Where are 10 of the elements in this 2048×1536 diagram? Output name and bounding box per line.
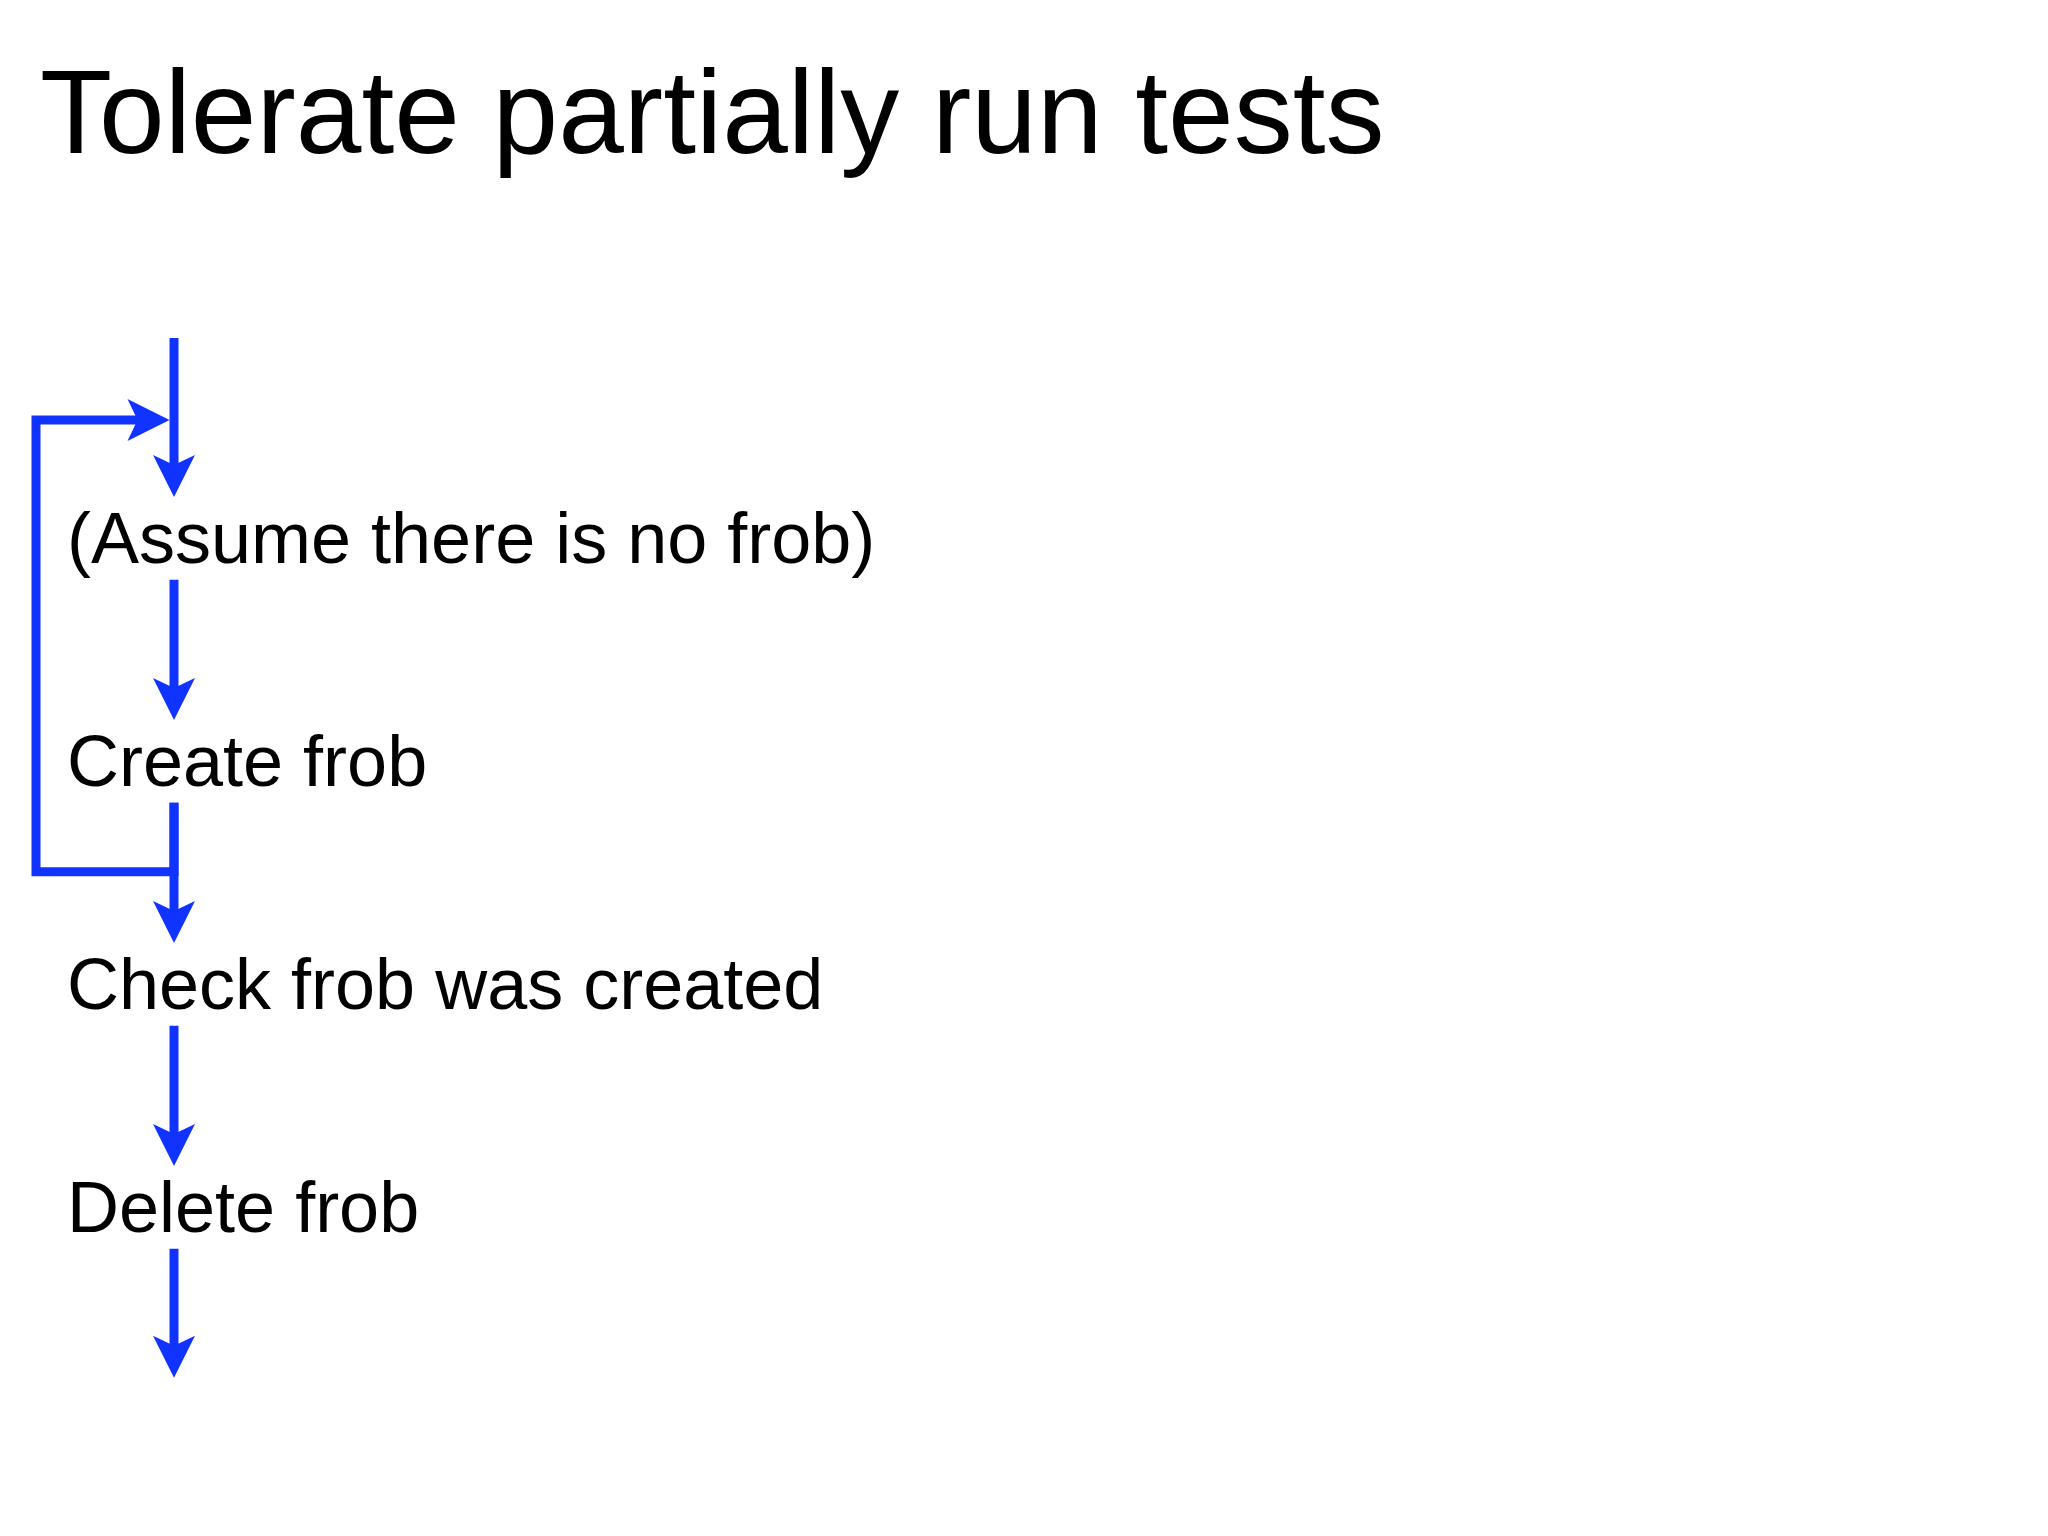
step-text: Delete frob [67,1166,420,1249]
arrow [153,579,195,720]
arrow [153,1248,195,1378]
loop-arrow [31,399,179,877]
step-text: Check frob was created [67,943,824,1026]
step-text: (Assume there is no frob) [67,497,876,580]
arrow [153,1025,195,1166]
step-text: Create frob [67,720,428,803]
arrow [153,338,195,497]
slide-title: Tolerate partially run tests [40,45,1385,180]
